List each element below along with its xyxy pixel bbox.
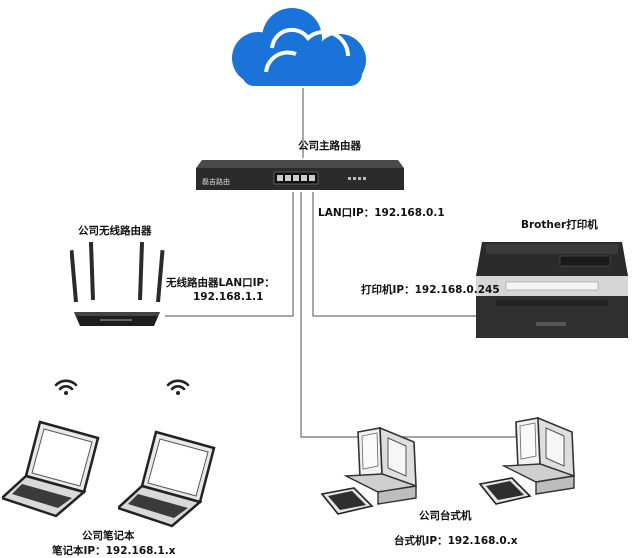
wifi-icon: [166, 379, 190, 395]
router-to-wireless-line: [165, 192, 294, 317]
printer-label: Brother打印机: [521, 219, 598, 231]
laptop-right: [118, 430, 216, 528]
main-router: [196, 158, 406, 192]
wifi-signal-right: [165, 376, 191, 396]
desktop-computer-icon: [478, 416, 575, 505]
desktops-label: 公司台式机: [419, 510, 472, 522]
wireless-lan-ip-line2: 192.168.1.1: [193, 291, 264, 303]
main-router-label: 公司主路由器: [298, 140, 361, 152]
desktop-left: [318, 426, 424, 522]
desktop-computer-icon: [320, 426, 417, 515]
laptops-ip-label: 笔记本IP：192.168.1.x: [52, 545, 176, 557]
printer-ip-label: 打印机IP：192.168.0.245: [361, 284, 500, 296]
lan-ip-label: LAN口IP：192.168.0.1: [318, 207, 445, 219]
desktop-right: [476, 416, 582, 512]
router-brand-label: 磊吉路由: [202, 178, 230, 186]
wifi-icon: [54, 379, 78, 395]
wireless-router-label: 公司无线路由器: [78, 225, 152, 237]
printer: [472, 236, 632, 340]
cloud-icon: [232, 8, 366, 86]
router-to-printer-line: [312, 192, 478, 317]
laptop-icon: [2, 420, 100, 518]
router-icon: [196, 160, 404, 190]
wifi-signal-left: [53, 376, 79, 396]
wireless-lan-ip-line1: 无线路由器LAN口IP：: [166, 277, 275, 289]
internet-cloud: [222, 4, 378, 90]
laptop-left: [2, 420, 100, 518]
wireless-router: [70, 238, 165, 330]
printer-icon: [476, 242, 628, 338]
laptop-icon: [118, 430, 216, 528]
laptops-label: 公司笔记本: [82, 530, 135, 542]
desktops-ip-label: 台式机IP：192.168.0.x: [394, 535, 518, 547]
wireless-router-icon: [70, 241, 165, 326]
